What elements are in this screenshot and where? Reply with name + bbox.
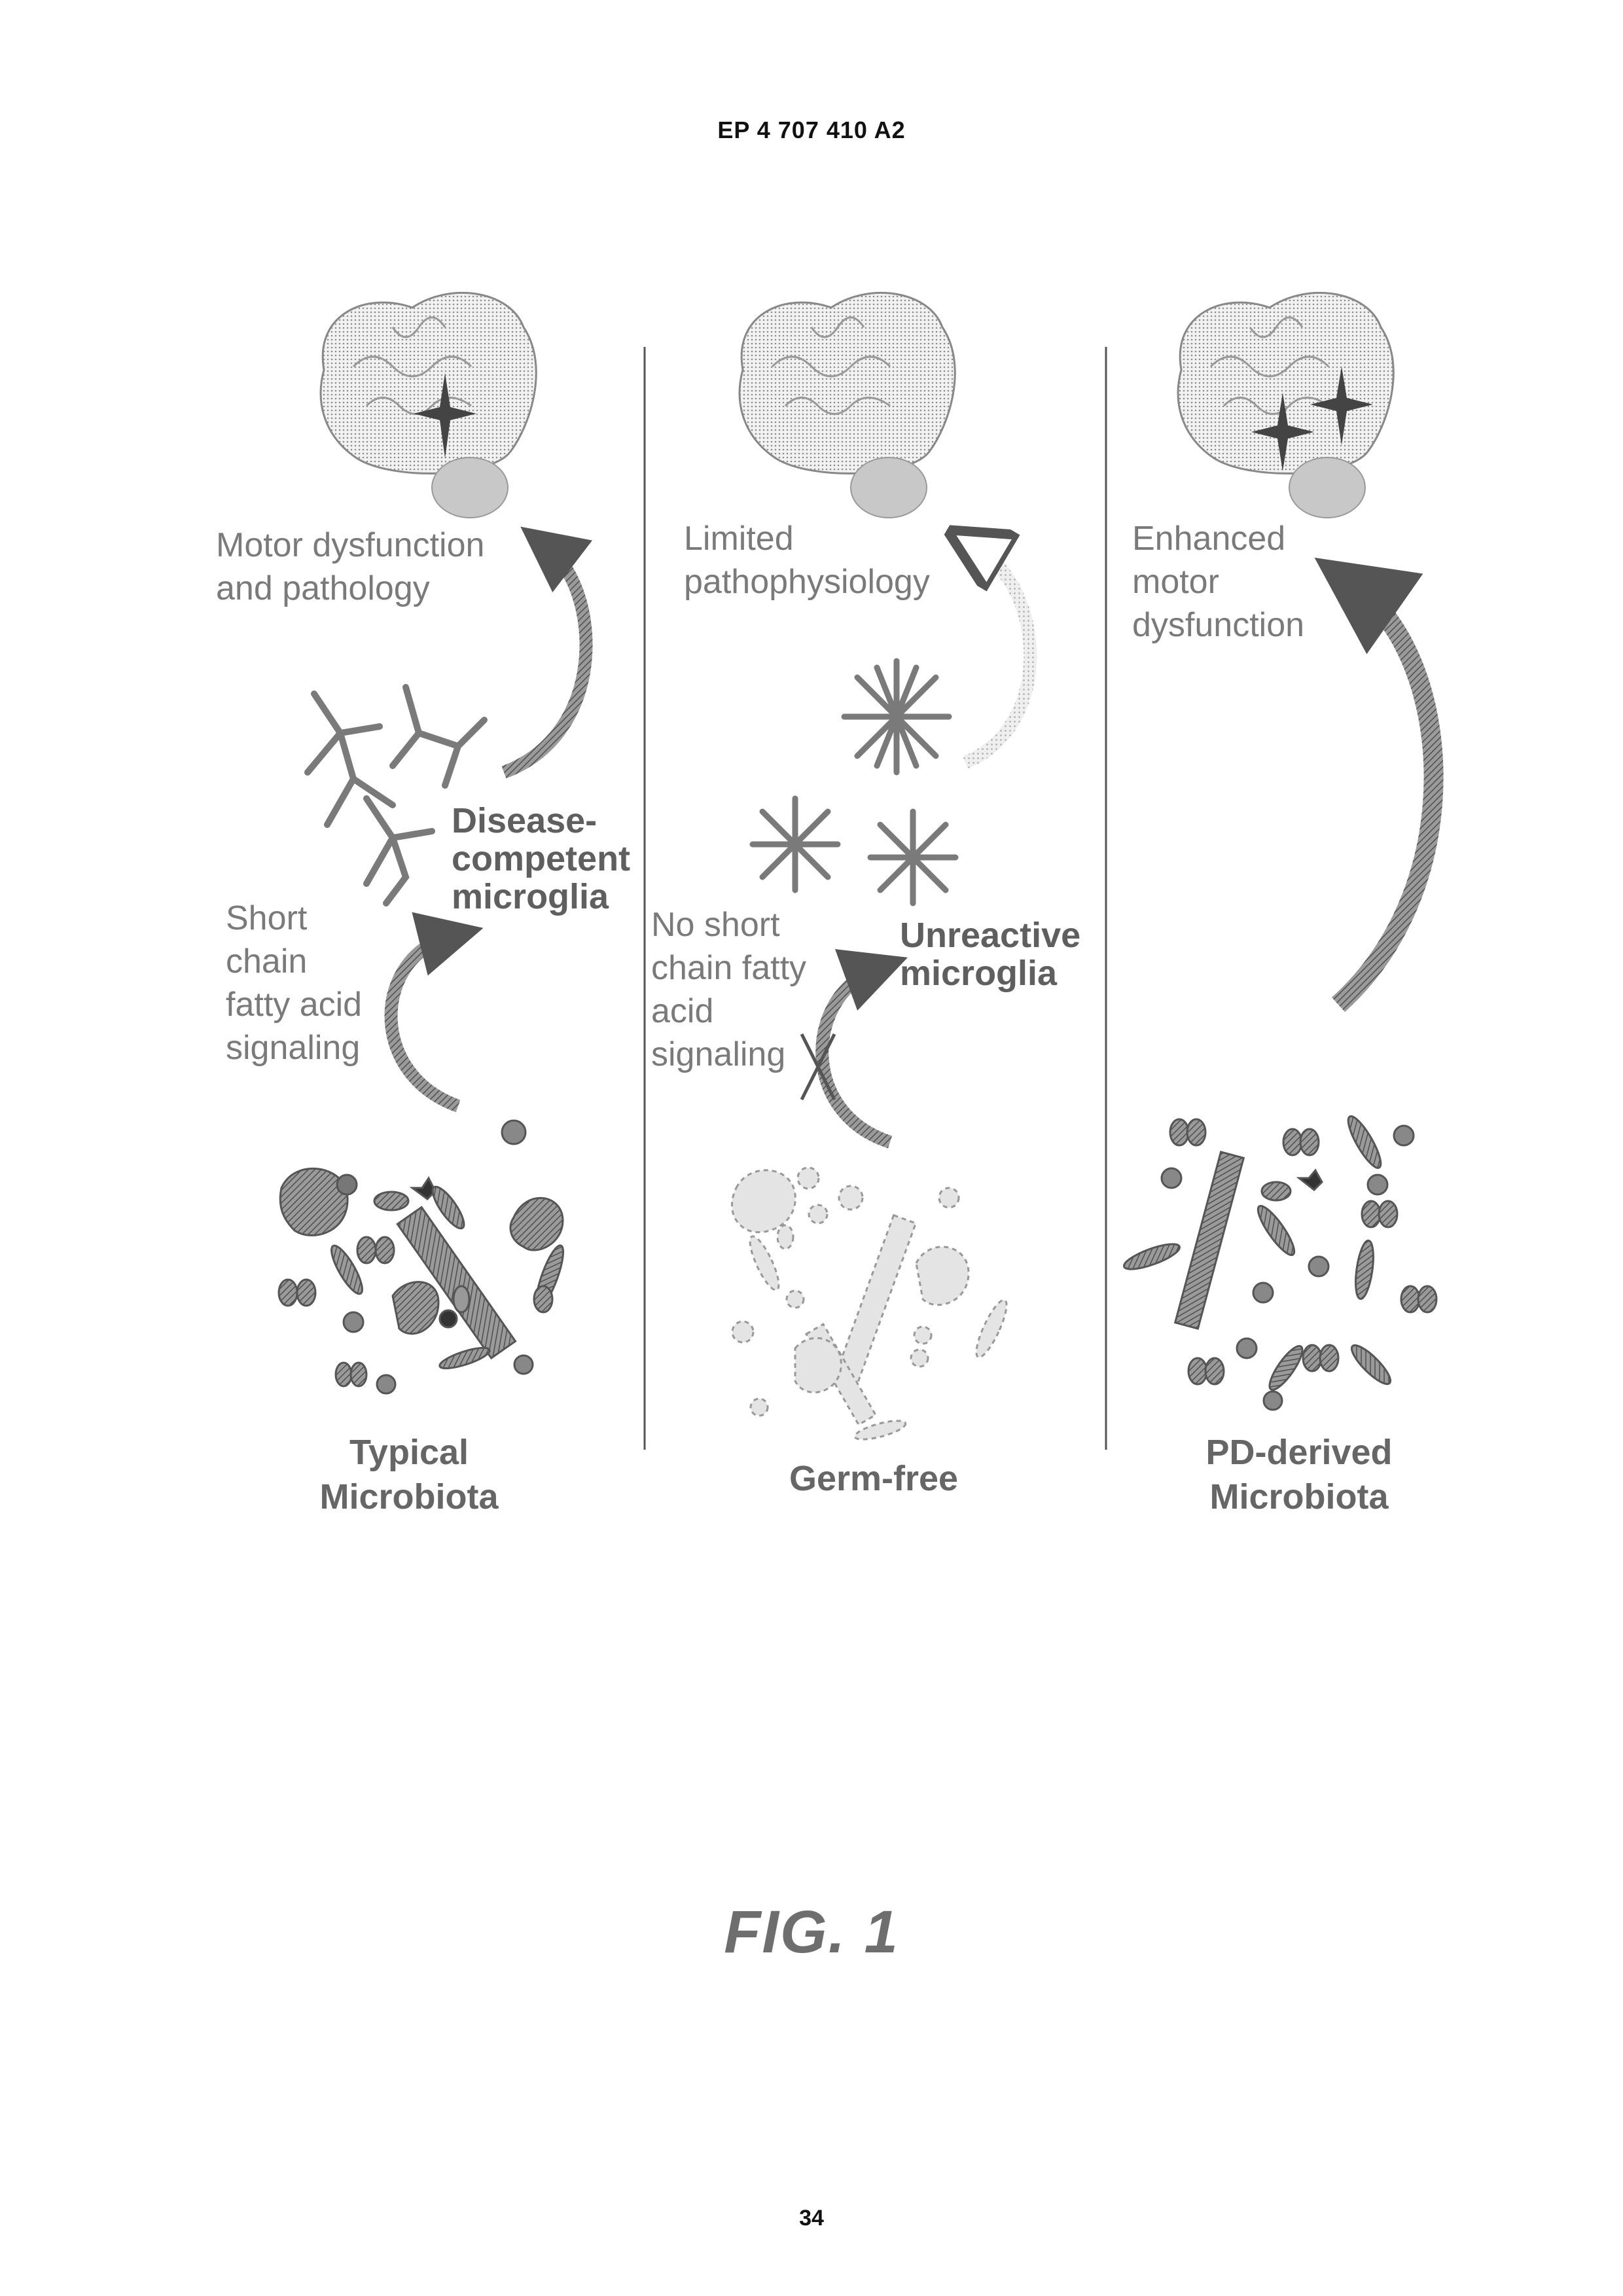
arrow-microglia-to-outcome-germ-free — [965, 547, 1030, 762]
caption-typical: Typical Microbiota — [262, 1430, 556, 1519]
figure-label: FIG. 1 — [0, 1898, 1623, 1967]
bacteria-typical — [279, 1121, 568, 1393]
signaling-label-typical: Short chain fatty acid signaling — [226, 897, 362, 1069]
arrow-microglia-to-outcome-typical — [504, 547, 586, 772]
bacteria-germ-free — [732, 1168, 1012, 1443]
arrow-microbiota-to-outcome-pd — [1338, 586, 1434, 1005]
page-number: 34 — [0, 2206, 1623, 2231]
arrow-signaling-to-microglia-germ-free — [822, 969, 890, 1142]
microglia-label-typical: Disease- competent microglia — [452, 802, 630, 916]
arrow-signaling-to-microglia-typical — [391, 936, 459, 1106]
brain-icon-typical — [321, 293, 536, 518]
microglia-unreactive — [753, 661, 955, 903]
brain-icon-germ-free — [740, 293, 955, 518]
microglia-label-germ-free: Unreactive microglia — [900, 916, 1080, 992]
signaling-label-germ-free: No short chain fatty acid signaling — [651, 903, 806, 1076]
outcome-label-germ-free: Limited pathophysiology — [684, 517, 930, 603]
bacteria-pd-derived — [1122, 1113, 1436, 1410]
outcome-label-pd-derived: Enhanced motor dysfunction — [1132, 517, 1304, 647]
caption-germ-free: Germ-free — [726, 1456, 1021, 1501]
caption-pd-derived: PD-derived Microbiota — [1152, 1430, 1446, 1519]
outcome-label-typical: Motor dysfunction and pathology — [216, 524, 484, 610]
